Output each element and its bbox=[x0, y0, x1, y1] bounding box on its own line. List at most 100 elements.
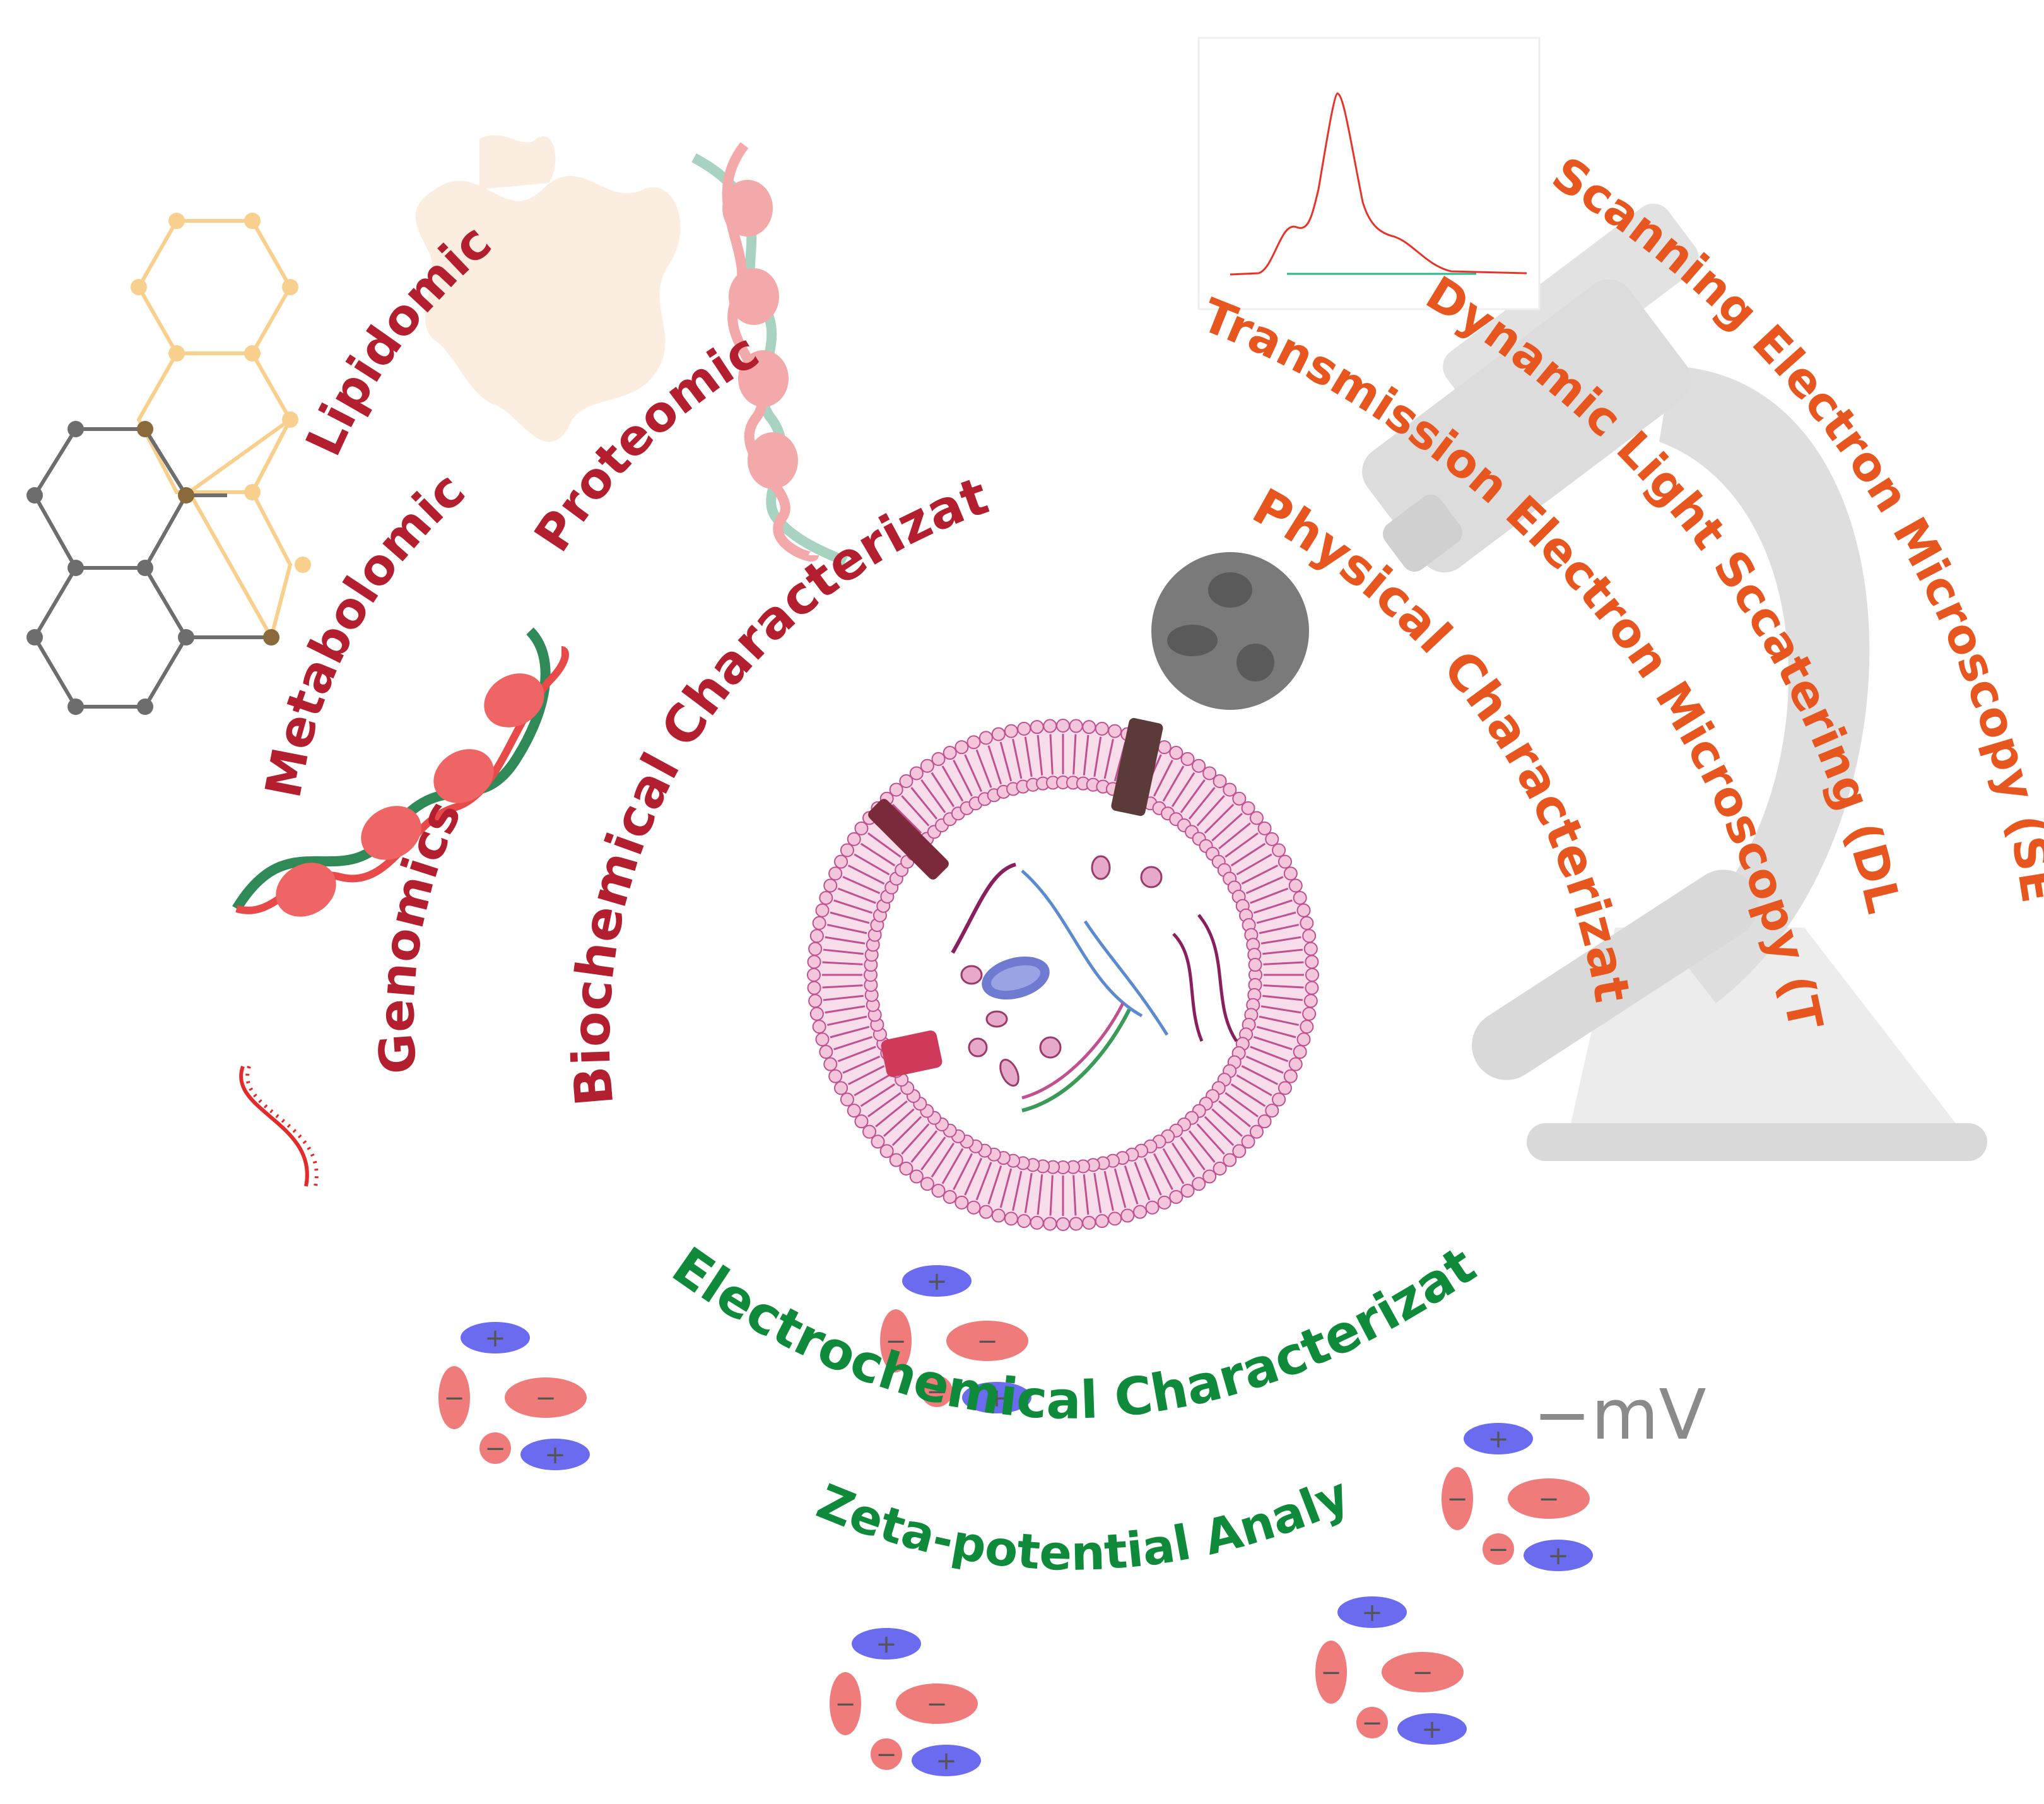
lipid-tail bbox=[1103, 739, 1114, 779]
lipid-head bbox=[862, 1124, 877, 1139]
lipid-tail bbox=[825, 1005, 866, 1014]
lipid-tail bbox=[860, 842, 896, 867]
lipid-head bbox=[847, 832, 861, 846]
lipid-tail bbox=[901, 795, 930, 827]
negative-ion bbox=[871, 1738, 902, 1770]
lipid-tail bbox=[837, 887, 876, 904]
plus-sign: + bbox=[1548, 1542, 1569, 1571]
lipid-tail bbox=[941, 765, 964, 802]
lipid-head bbox=[854, 821, 869, 835]
lipid-tail bbox=[1153, 1153, 1173, 1191]
lipid-tail bbox=[1072, 1175, 1077, 1216]
plus-sign: + bbox=[1361, 1598, 1383, 1627]
lipid-tail bbox=[1188, 787, 1216, 820]
lipid-tail bbox=[920, 1136, 946, 1170]
minus-sign: − bbox=[1488, 1535, 1509, 1564]
lipid-head bbox=[943, 746, 957, 760]
lipid-head bbox=[1202, 766, 1217, 781]
negative-ion bbox=[830, 1672, 861, 1735]
lipid-tail bbox=[822, 984, 863, 989]
ion-cluster-icon: +−−−+ bbox=[830, 1628, 981, 1776]
negative-ion bbox=[896, 1683, 978, 1724]
lipid-head bbox=[1145, 1200, 1160, 1215]
lipid-tail bbox=[891, 803, 922, 834]
hexagon-molecule-icon bbox=[26, 213, 311, 715]
lipid-head bbox=[954, 1195, 969, 1210]
lipid-head bbox=[847, 1104, 861, 1118]
lipid-head bbox=[978, 1205, 993, 1219]
lipid-tail bbox=[883, 1108, 915, 1137]
plus-sign: + bbox=[544, 1441, 566, 1470]
lipid-head bbox=[1017, 721, 1031, 736]
lipid-tail bbox=[1037, 734, 1043, 775]
lipid-tail bbox=[1196, 795, 1225, 827]
lipid-head bbox=[1302, 1006, 1317, 1021]
lipid-tail bbox=[1253, 899, 1293, 914]
lipid-tail bbox=[964, 1157, 983, 1196]
lipid-head bbox=[1043, 1217, 1057, 1231]
lipid-tail bbox=[891, 1116, 922, 1147]
lipid-tail bbox=[1153, 759, 1173, 797]
lipid-tail bbox=[1180, 1136, 1206, 1170]
plus-sign: + bbox=[926, 1267, 948, 1296]
lipid-head bbox=[879, 1144, 894, 1158]
lipid-head bbox=[834, 854, 849, 869]
lipid-head bbox=[991, 727, 1006, 741]
lipid-head bbox=[931, 1184, 946, 1198]
lipid-head bbox=[1303, 994, 1318, 1008]
membrane-protein bbox=[881, 1030, 943, 1077]
lipid-head bbox=[1082, 1215, 1096, 1230]
negative-ion bbox=[946, 1321, 1028, 1361]
lipid-head bbox=[1300, 916, 1314, 930]
lipid-head bbox=[1192, 1177, 1206, 1191]
lipid-tail bbox=[854, 853, 890, 876]
lipid-head bbox=[909, 1169, 924, 1184]
lipid-head bbox=[1278, 854, 1292, 869]
minus-sign: − bbox=[1361, 1709, 1383, 1738]
lipid-tail bbox=[1259, 924, 1299, 934]
lipid-head bbox=[1278, 1081, 1292, 1095]
lipid-head bbox=[1283, 1069, 1298, 1083]
lipid-head bbox=[899, 774, 913, 789]
plus-sign: + bbox=[485, 1324, 506, 1353]
lipid-head bbox=[815, 903, 830, 917]
positive-ion bbox=[461, 1322, 530, 1353]
negative-ion bbox=[1315, 1641, 1347, 1704]
lipid-tail bbox=[1162, 765, 1185, 802]
positive-ion bbox=[520, 1439, 590, 1470]
lipid-head bbox=[1223, 782, 1237, 797]
lipid-head bbox=[1223, 1153, 1237, 1167]
plus-sign: + bbox=[876, 1630, 897, 1659]
lipid-head bbox=[1095, 721, 1109, 736]
minus-sign: − bbox=[926, 1377, 948, 1406]
lipid-head bbox=[1303, 941, 1318, 956]
lipid-head bbox=[899, 1161, 913, 1176]
lipid-tail bbox=[975, 749, 992, 788]
lipid-head bbox=[978, 731, 993, 745]
lipid-head bbox=[1202, 1169, 1217, 1184]
lipid-tail bbox=[1256, 911, 1296, 924]
lipid-tail bbox=[1124, 1165, 1139, 1205]
lipid-tail bbox=[827, 1015, 867, 1026]
lipid-tail bbox=[920, 779, 946, 813]
lipid-head bbox=[1108, 1212, 1122, 1226]
lipid-tail bbox=[1204, 1116, 1235, 1147]
positive-ion bbox=[1337, 1596, 1407, 1628]
lipid-tail bbox=[1263, 961, 1304, 965]
lipid-head bbox=[1213, 774, 1227, 789]
lipid-tail bbox=[941, 1148, 964, 1184]
lipid-tail bbox=[1230, 1083, 1266, 1107]
negative-ion bbox=[479, 1432, 511, 1464]
lipid-head bbox=[1257, 821, 1272, 835]
lipid-tail bbox=[1049, 734, 1054, 775]
lipid-head bbox=[1108, 724, 1122, 738]
lipid-tail bbox=[1143, 1157, 1162, 1196]
lipid-head bbox=[1248, 958, 1262, 972]
lipid-tail bbox=[1204, 803, 1235, 834]
positive-ion bbox=[962, 1382, 1031, 1413]
lipid-tail bbox=[860, 1083, 896, 1107]
lipid-head bbox=[1069, 719, 1083, 733]
lipid-tail bbox=[1188, 1130, 1216, 1163]
lipid-head bbox=[1296, 903, 1311, 917]
dls-peak-graph-icon bbox=[1197, 37, 1541, 310]
